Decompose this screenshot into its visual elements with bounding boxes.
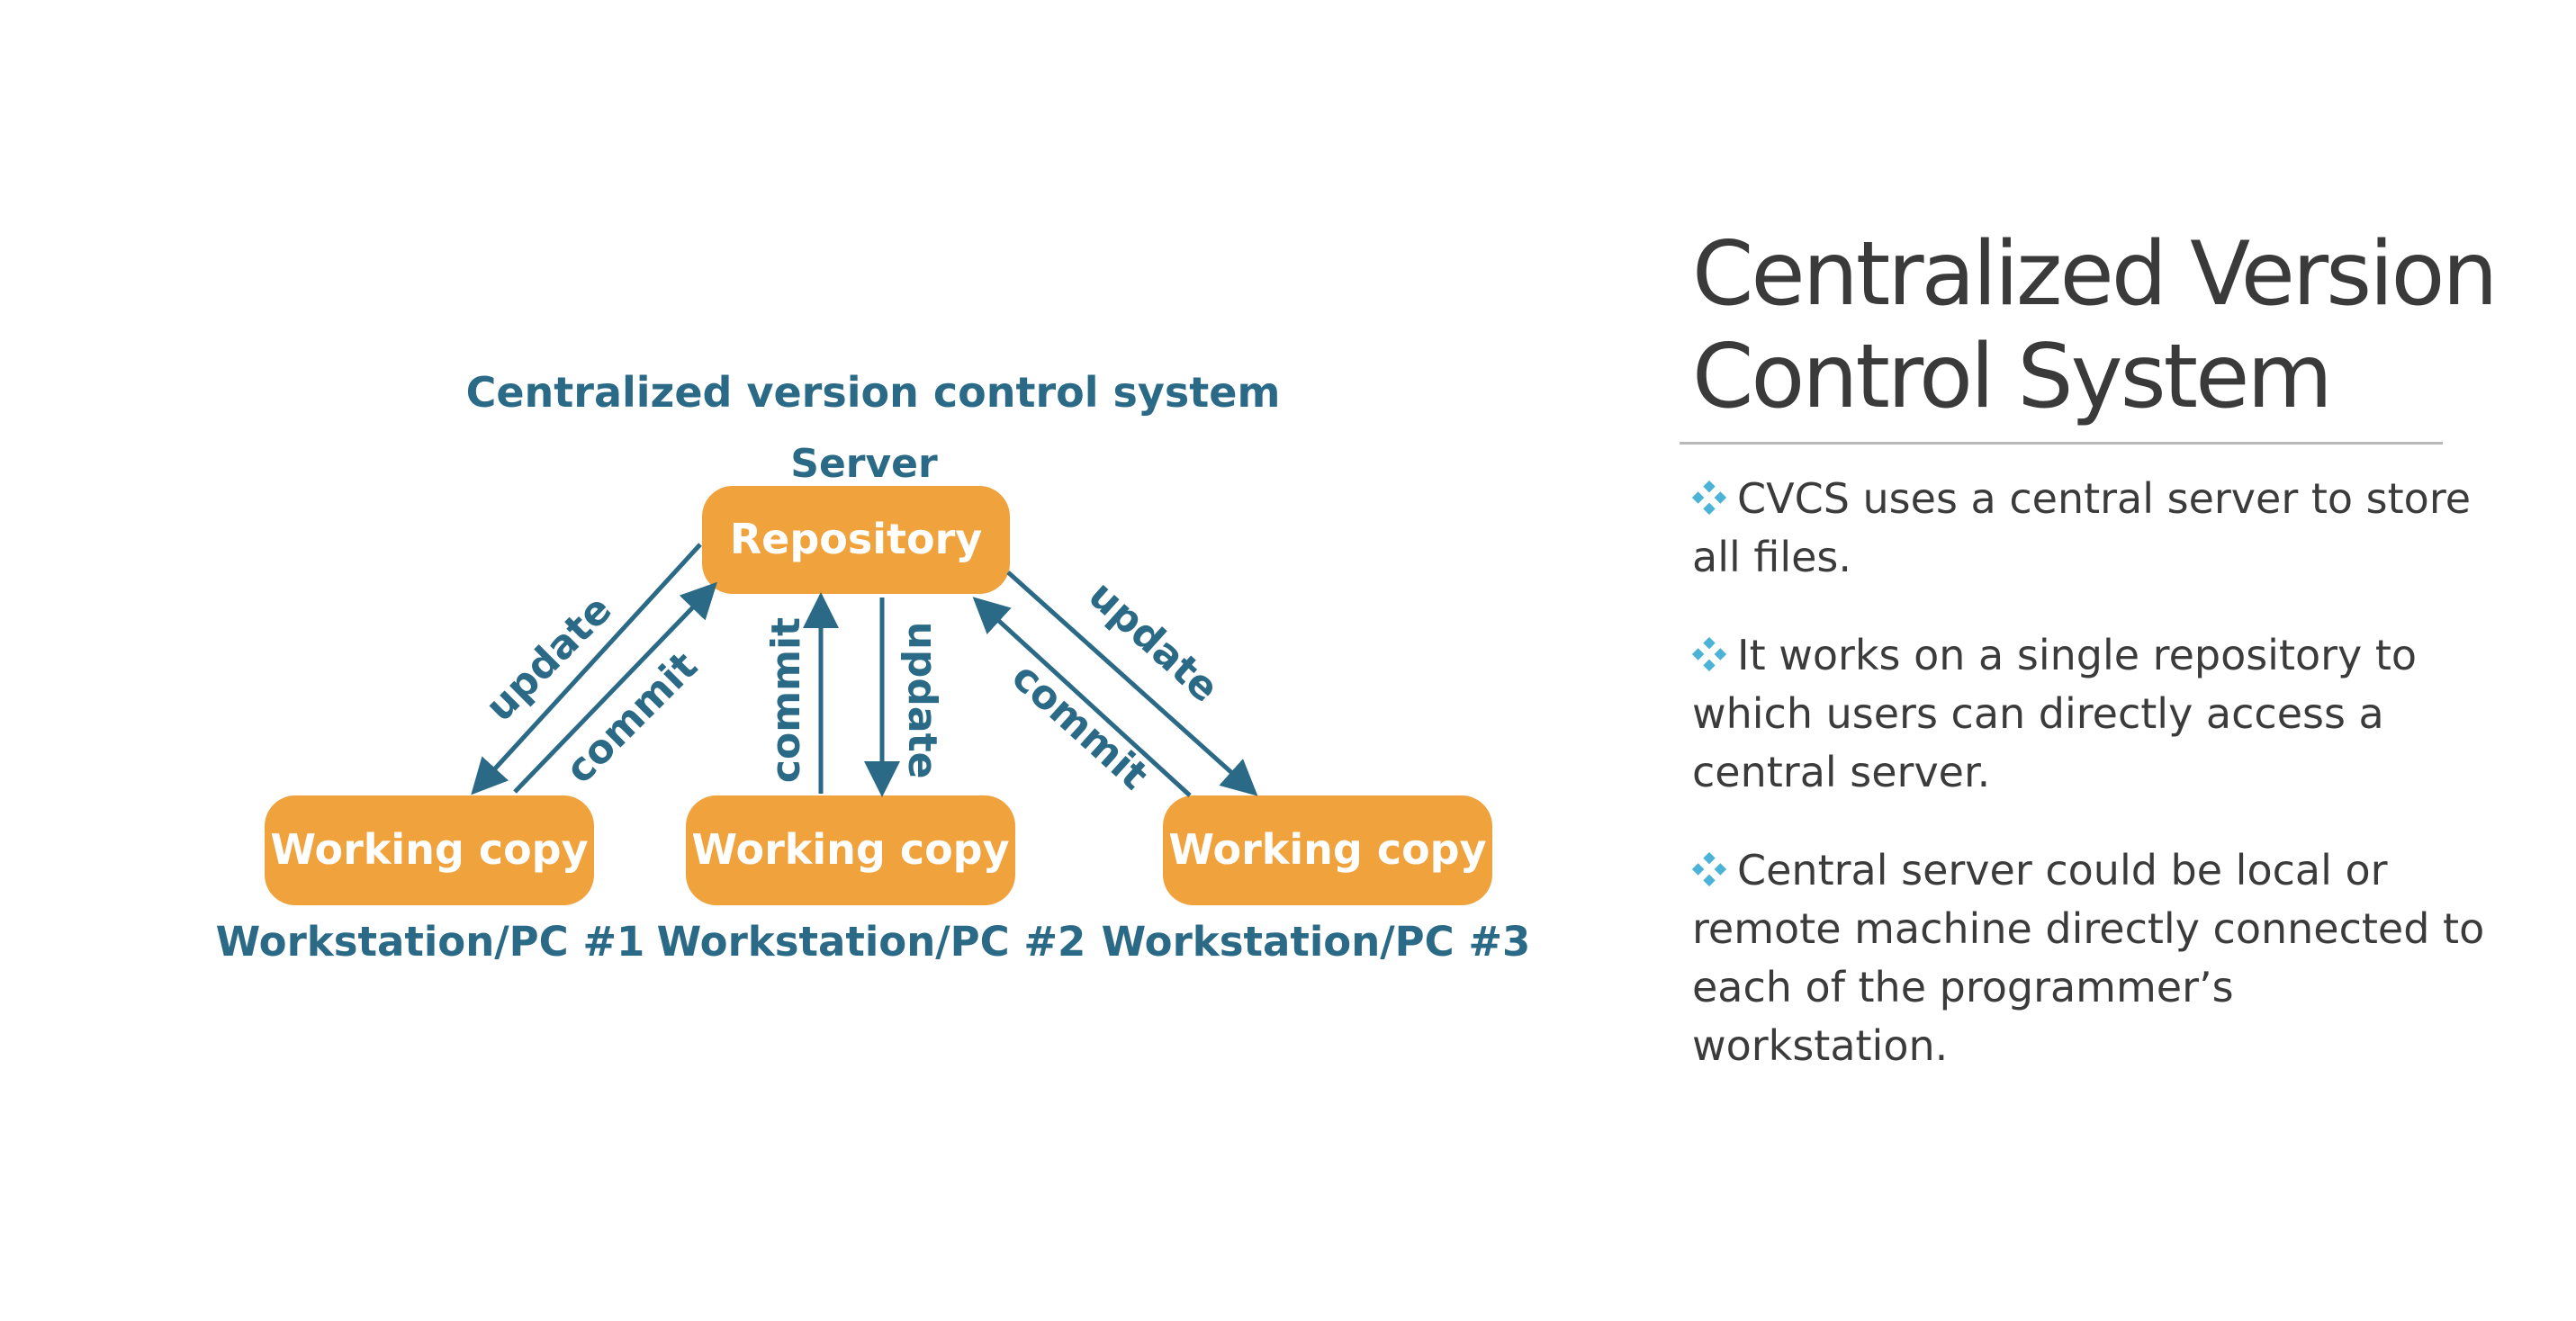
workstation-label-2: Workstation/PC #2: [657, 918, 1086, 966]
bullet-item-3: Central server could be local or remote …: [1683, 841, 2493, 1075]
working-copy-box-3: Working copy: [1163, 795, 1492, 905]
workstation-label-3: Workstation/PC #3: [1102, 918, 1531, 966]
working-copy-label-3: Working copy: [1168, 825, 1486, 874]
bullet-text-2: It works on a single repository to which…: [1692, 631, 2418, 796]
working-copy-box-2: Working copy: [686, 795, 1015, 905]
commit-label-1: commit: [557, 643, 707, 793]
bullet-item-2: It works on a single repository to which…: [1683, 626, 2493, 802]
diamond-bullet-icon: [1692, 852, 1726, 886]
slide-title-line-2: Control System: [1692, 326, 2333, 428]
working-copy-label-2: Working copy: [691, 825, 1009, 874]
slide-title-line-1: Centralized Version: [1692, 223, 2499, 326]
workstation-label-1: Workstation/PC #1: [216, 918, 645, 966]
bullet-item-1: CVCS uses a central server to store all …: [1683, 470, 2493, 587]
commit-arrow-1: [513, 581, 717, 794]
title-divider: [1680, 442, 2443, 445]
diamond-bullet-icon: [1692, 481, 1726, 515]
diamond-bullet-icon: [1692, 637, 1726, 671]
update-label-2: update: [899, 622, 945, 779]
working-copy-label-1: Working copy: [270, 825, 588, 874]
server-label: Server: [790, 441, 938, 487]
slide-title: Centralized Version Control System: [1692, 223, 2520, 428]
diagram-title: Centralized version control system: [466, 368, 1281, 417]
commit-arrow-3: [972, 597, 1192, 797]
working-copy-box-1: Working copy: [265, 795, 594, 905]
update-label-3: update: [1080, 572, 1228, 712]
repository-box: Repository: [702, 486, 1010, 594]
update-arrow-3: [1006, 571, 1258, 796]
bullet-text-3: Central server could be local or remote …: [1692, 846, 2485, 1070]
bullet-text-1: CVCS uses a central server to store all …: [1692, 474, 2472, 581]
repository-label: Repository: [730, 515, 983, 563]
commit-label-3: commit: [1003, 654, 1157, 799]
commit-label-2: commit: [763, 617, 809, 783]
update-arrow-1: [471, 543, 702, 795]
bullet-list: CVCS uses a central server to store all …: [1683, 470, 2493, 1115]
